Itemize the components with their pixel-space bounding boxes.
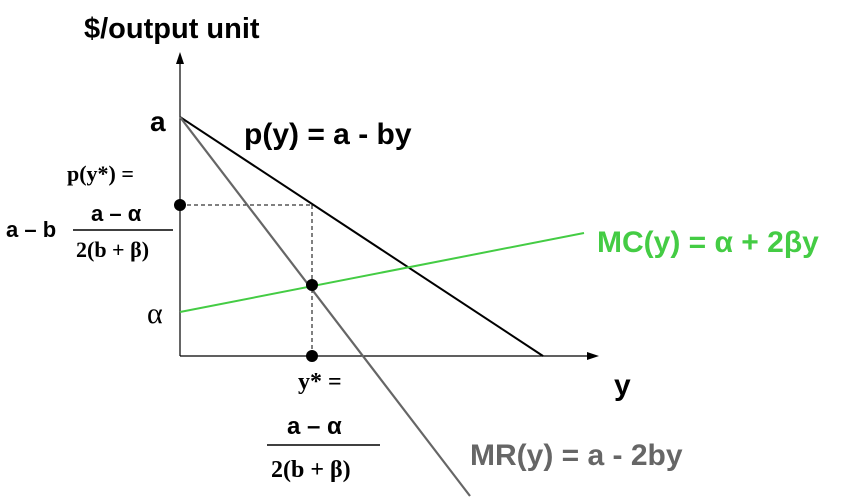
intercept-alpha-label: α — [147, 297, 163, 330]
marginal-cost-label: MC(y) = α + 2βy — [597, 226, 819, 259]
intersection-point — [306, 279, 318, 291]
marginal-cost-line — [179, 232, 585, 313]
points — [174, 199, 318, 362]
intercept-a-label: a — [150, 106, 166, 137]
y-axis-title: $/output unit — [84, 13, 260, 45]
price-expression: p(y*) = a – b a – α 2(b + β) — [6, 161, 173, 262]
demand-line — [179, 116, 544, 357]
marginal-revenue-label: MR(y) = a - 2by — [470, 439, 683, 472]
x-axis-arrowhead — [587, 352, 599, 360]
output-fraction-denominator: 2(b + β) — [271, 457, 351, 483]
y-axis-arrowhead — [176, 52, 184, 64]
axes — [176, 52, 599, 360]
output-label: y* = — [298, 369, 342, 395]
price-point — [174, 199, 186, 211]
price-label-prefix: a – b — [6, 217, 56, 242]
output-fraction-numerator: a – α — [287, 413, 342, 440]
price-fraction-denominator: 2(b + β) — [76, 237, 149, 262]
output-expression: y* = a – α 2(b + β) — [267, 369, 380, 483]
price-fraction-numerator: a – α — [91, 201, 142, 226]
x-axis-label: y — [614, 369, 631, 402]
marginal-revenue-line — [179, 116, 471, 497]
output-point — [306, 350, 318, 362]
demand-label: p(y) = a - by — [244, 118, 412, 151]
price-label-line1: p(y*) = — [67, 161, 134, 186]
guide-lines — [180, 204, 313, 356]
